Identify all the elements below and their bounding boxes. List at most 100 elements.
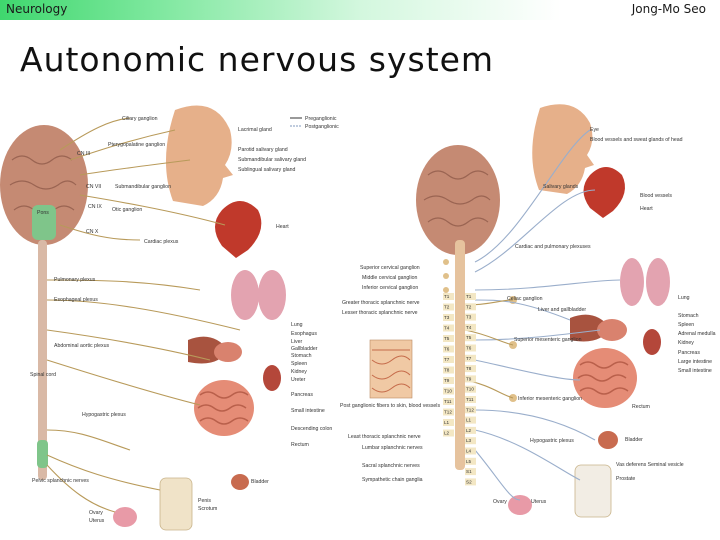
left-bladder: [231, 474, 249, 490]
segment-label: L2: [444, 431, 450, 436]
label-small-intestine-left: Small intestine: [291, 408, 325, 414]
label-celiac-ganglion: Celiac ganglion: [507, 296, 543, 302]
label-liver-gallbladder: Liver and gallbladder: [538, 307, 586, 313]
label-bladder-right: Bladder: [625, 437, 643, 443]
segment-labels-right: T1T2T3T4T5T6T7T8T9T10T11T12L1L2L3L4L5S1S…: [465, 293, 476, 485]
label-kidney-right: Kidney: [678, 340, 694, 346]
left-lung-1: [231, 270, 259, 320]
right-spinal-cord: [455, 240, 465, 470]
segment-label: T2: [444, 305, 450, 310]
legend: Preganglionic Postganglionic: [290, 116, 339, 130]
right-heart: [584, 167, 626, 218]
segment-label: T12: [444, 410, 452, 415]
left-heart: [215, 201, 261, 258]
label-cardiac-plexus: Cardiac plexus: [144, 239, 179, 245]
left-kidney: [263, 365, 281, 391]
label-small-intestine-right: Small intestine: [678, 368, 712, 374]
label-inferior-mesenteric: Inferior mesenteric ganglion: [518, 396, 582, 402]
segment-label: L1: [466, 418, 472, 423]
label-stomach-right: Stomach: [678, 313, 699, 319]
label-cn-x: CN X: [86, 229, 99, 235]
sympathetic-panel: Eye Blood vessels and sweat glands of he…: [340, 104, 716, 517]
label-cardiac-pulmonary-plexuses: Cardiac and pulmonary plexuses: [515, 244, 591, 250]
label-cn-ix: CN IX: [88, 204, 102, 210]
label-scrotum: Scrotum: [198, 506, 217, 512]
right-stomach: [597, 319, 627, 341]
label-blood-vessels: Blood vessels: [640, 193, 672, 199]
sympathetic-chain: [443, 259, 517, 402]
label-otic-ganglion: Otic ganglion: [112, 207, 142, 213]
label-ovary-right: Ovary: [493, 499, 507, 505]
segment-label: T7: [444, 357, 450, 362]
label-lumbar-splanchnic: Lumbar splanchnic nerves: [362, 445, 423, 451]
left-stomach: [214, 342, 242, 362]
right-head-profile: [532, 104, 594, 194]
label-pulmonary-plexus: Pulmonary plexus: [54, 277, 96, 283]
segment-label: T6: [466, 346, 472, 351]
label-liver-left: Liver: [291, 339, 303, 345]
left-uterus: [113, 507, 137, 527]
label-kidney-left: Kidney: [291, 369, 307, 375]
label-cn-vii: CN VII: [86, 184, 101, 190]
left-pelvis-box: [160, 478, 192, 530]
label-rectum-left: Rectum: [291, 442, 309, 448]
label-ciliary-ganglion: Ciliary ganglion: [122, 116, 158, 122]
label-inferior-cervical: Inferior cervical ganglion: [362, 285, 418, 291]
segment-label: L2: [466, 428, 472, 433]
segment-label: T8: [466, 366, 472, 371]
label-stomach-left: Stomach: [291, 353, 312, 359]
segment-label: T7: [466, 356, 472, 361]
label-adrenal-medulla: Adrenal medulla: [678, 331, 716, 337]
label-lacrimal-gland: Lacrimal gland: [238, 127, 272, 133]
label-bladder-left: Bladder: [251, 479, 269, 485]
right-kidney: [643, 329, 661, 355]
segment-label: T12: [466, 407, 474, 412]
label-least-splanchnic: Least thoracic splanchnic nerve: [348, 434, 421, 440]
segment-label: S1: [466, 469, 472, 474]
label-pons: Pons: [37, 210, 49, 216]
label-pelvic-splanchnic: Pelvic splanchnic nerves: [32, 478, 89, 484]
parasympathetic-panel: Ciliary ganglion Lacrimal gland Pterygop…: [0, 106, 332, 531]
segment-label: T4: [466, 325, 472, 330]
label-uterus-right: Uterus: [531, 499, 547, 505]
right-repro-box: [575, 465, 611, 517]
label-spleen-left: Spleen: [291, 361, 307, 367]
label-eye: Eye: [590, 127, 599, 133]
segment-label: T5: [466, 335, 472, 340]
legend-postganglionic: Postganglionic: [305, 124, 339, 130]
label-hypogastric-plexus-left: Hypogastric plexus: [82, 412, 126, 418]
label-greater-splanchnic: Greater thoracic splanchnic nerve: [342, 300, 420, 306]
label-ureter: Ureter: [291, 377, 306, 383]
label-vas-deferens: Vas deferens Seminal vesicle: [616, 462, 684, 468]
segment-label: T1: [466, 294, 472, 299]
label-esophageal-plexus: Esophageal plexus: [54, 297, 98, 303]
label-postganglionic-skin: Post ganglionic fibers to skin, blood ve…: [340, 403, 440, 409]
segment-label: T3: [466, 315, 472, 320]
segment-label: T10: [466, 387, 474, 392]
label-sympathetic-chain: Sympathetic chain ganglia: [362, 477, 423, 483]
left-lung-2: [258, 270, 286, 320]
label-superior-cervical: Superior cervical ganglion: [360, 265, 420, 271]
label-lung-left: Lung: [291, 322, 303, 328]
segment-label: L5: [466, 459, 472, 464]
label-blood-vessels-head: Blood vessels and sweat glands of head: [590, 137, 683, 143]
label-salivary-glands: Salivary glands: [543, 184, 579, 190]
segment-label: T11: [444, 399, 452, 404]
left-sacral-segment: [37, 440, 48, 468]
label-cn-iii: CN III: [77, 151, 90, 157]
label-spinal-cord: Spinal cord: [30, 372, 56, 378]
label-superior-mesenteric: Superior mesenteric ganglion: [514, 337, 582, 343]
segment-label: T9: [444, 378, 450, 383]
segment-label: T5: [444, 336, 450, 341]
left-head-profile: [166, 106, 233, 207]
label-large-intestine: Large intestine: [678, 359, 712, 365]
segment-label: T4: [444, 326, 450, 331]
label-gallbladder: Gallbladder: [291, 346, 318, 352]
label-ovary-left: Ovary: [89, 510, 103, 516]
label-esophagus: Esophagus: [291, 331, 317, 337]
segment-label: T1: [444, 294, 450, 299]
right-bladder: [598, 431, 618, 449]
label-descending-colon: Descending colon: [291, 426, 332, 432]
right-small-intestine: [573, 348, 637, 408]
